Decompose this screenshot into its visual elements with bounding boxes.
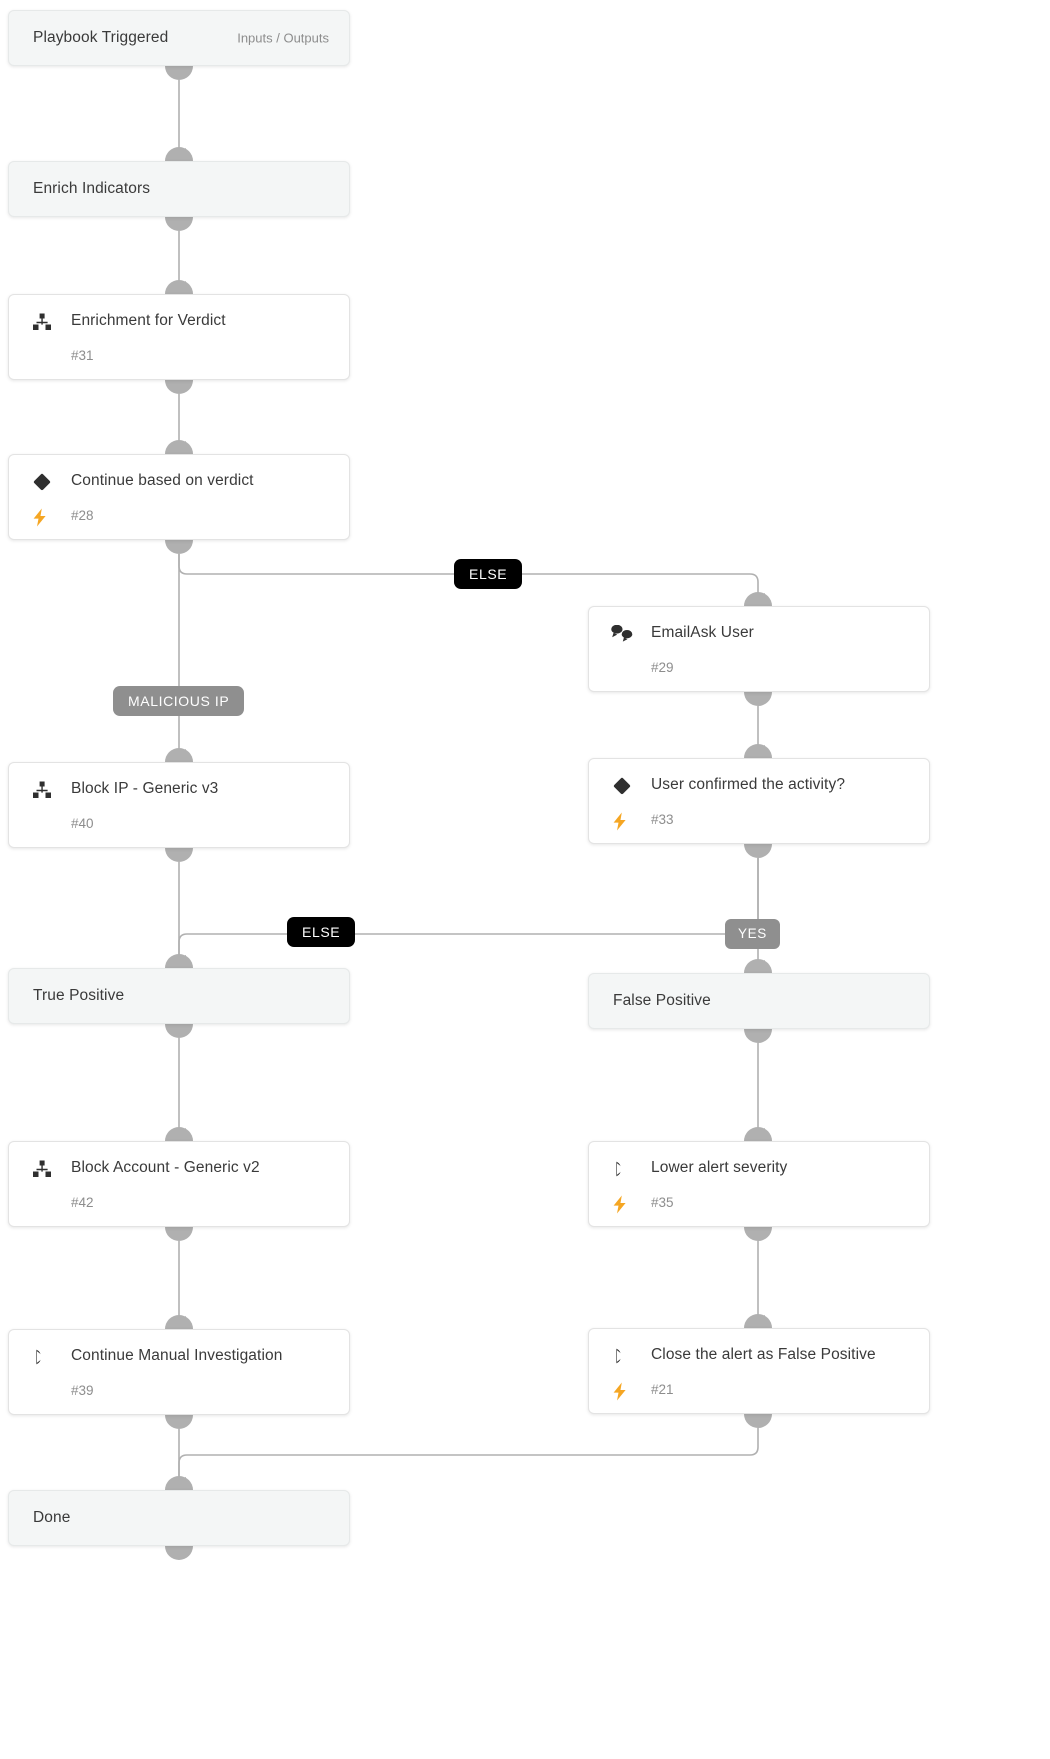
node-enrich-indicators[interactable]: Enrich Indicators (8, 161, 350, 217)
port-in-user-confirmed (744, 744, 772, 758)
chevron-right-icon (31, 1346, 53, 1368)
node-title: Lower alert severity (651, 1159, 788, 1176)
port-out-lower-alert-severity (744, 1227, 772, 1241)
node-title: User confirmed the activity? (651, 776, 846, 793)
port-out-emailask-user (744, 692, 772, 706)
node-title: Block IP - Generic v3 (71, 780, 219, 797)
port-in-done (165, 1476, 193, 1490)
port-in-emailask-user (744, 592, 772, 606)
node-id: #29 (651, 660, 674, 675)
port-out-block-account (165, 1227, 193, 1241)
port-in-continue-manual-investigation (165, 1315, 193, 1329)
node-block-ip-generic-v3[interactable]: Block IP - Generic v3 #40 (8, 762, 350, 848)
chevron-right-icon (611, 1345, 633, 1367)
node-title: Playbook Triggered (33, 29, 169, 46)
inputs-outputs-link[interactable]: Inputs / Outputs (237, 30, 329, 46)
automation-bolt-icon (29, 506, 51, 528)
node-block-account-generic-v2[interactable]: Block Account - Generic v2 #42 (8, 1141, 350, 1227)
node-title: Block Account - Generic v2 (71, 1159, 260, 1176)
automation-bolt-icon (609, 1380, 631, 1402)
port-in-false-positive (744, 959, 772, 973)
node-title: Enrichment for Verdict (71, 312, 226, 329)
node-title: Done (33, 1509, 71, 1526)
sitemap-icon (31, 1158, 53, 1180)
node-done[interactable]: Done (8, 1490, 350, 1546)
node-title: EmailAsk User (651, 624, 754, 641)
port-out-true-positive (165, 1024, 193, 1038)
node-id: #21 (651, 1382, 674, 1397)
node-id: #28 (71, 508, 94, 523)
branch-label-malicious-ip[interactable]: MALICIOUS IP (113, 686, 245, 716)
node-title: Continue based on verdict (71, 472, 254, 489)
node-playbook-triggered[interactable]: Playbook Triggered Inputs / Outputs (8, 10, 350, 66)
port-in-enrich-indicators (165, 147, 193, 161)
node-id: #42 (71, 1195, 94, 1210)
node-true-positive[interactable]: True Positive (8, 968, 350, 1024)
port-in-true-positive (165, 954, 193, 968)
node-lower-alert-severity[interactable]: Lower alert severity #35 (588, 1141, 930, 1227)
node-id: #31 (71, 348, 94, 363)
node-title: Continue Manual Investigation (71, 1347, 283, 1364)
branch-label-else-user-confirmed[interactable]: ELSE (287, 917, 356, 947)
node-close-alert-as-false-positive[interactable]: Close the alert as False Positive #21 (588, 1328, 930, 1414)
port-in-lower-alert-severity (744, 1127, 772, 1141)
branch-label-yes-user-confirmed[interactable]: YES (725, 919, 780, 949)
port-out-done (165, 1546, 193, 1560)
node-continue-based-on-verdict[interactable]: Continue based on verdict #28 (8, 454, 350, 540)
node-false-positive[interactable]: False Positive (588, 973, 930, 1029)
diamond-condition-icon (611, 775, 633, 797)
node-title: Close the alert as False Positive (651, 1346, 876, 1363)
port-in-block-account (165, 1127, 193, 1141)
port-in-continue-based-on-verdict (165, 440, 193, 454)
node-title: Enrich Indicators (33, 180, 151, 197)
automation-bolt-icon (609, 810, 631, 832)
sitemap-icon (31, 311, 53, 333)
sitemap-icon (31, 779, 53, 801)
port-out-user-confirmed (744, 844, 772, 858)
node-id: #40 (71, 816, 94, 831)
port-in-enrichment-for-verdict (165, 280, 193, 294)
chevron-right-icon (611, 1158, 633, 1180)
port-out-block-ip (165, 848, 193, 862)
port-out-close-alert-false-positive (744, 1414, 772, 1428)
port-out-false-positive (744, 1029, 772, 1043)
port-out-enrichment-for-verdict (165, 380, 193, 394)
node-id: #39 (71, 1383, 94, 1398)
node-title: False Positive (613, 992, 711, 1009)
node-id: #33 (651, 812, 674, 827)
port-out-continue-manual-investigation (165, 1415, 193, 1429)
port-in-close-alert-false-positive (744, 1314, 772, 1328)
port-in-block-ip (165, 748, 193, 762)
automation-bolt-icon (609, 1193, 631, 1215)
port-out-trigger (165, 66, 193, 80)
port-out-continue-based-on-verdict (165, 540, 193, 554)
node-emailask-user[interactable]: EmailAsk User #29 (588, 606, 930, 692)
node-enrichment-for-verdict[interactable]: Enrichment for Verdict #31 (8, 294, 350, 380)
node-continue-manual-investigation[interactable]: Continue Manual Investigation #39 (8, 1329, 350, 1415)
branch-label-else-verdict[interactable]: ELSE (454, 559, 523, 589)
node-user-confirmed-activity[interactable]: User confirmed the activity? #33 (588, 758, 930, 844)
chat-bubbles-icon (611, 623, 633, 645)
diamond-condition-icon (31, 471, 53, 493)
port-out-enrich-indicators (165, 217, 193, 231)
node-title: True Positive (33, 987, 125, 1004)
node-id: #35 (651, 1195, 674, 1210)
